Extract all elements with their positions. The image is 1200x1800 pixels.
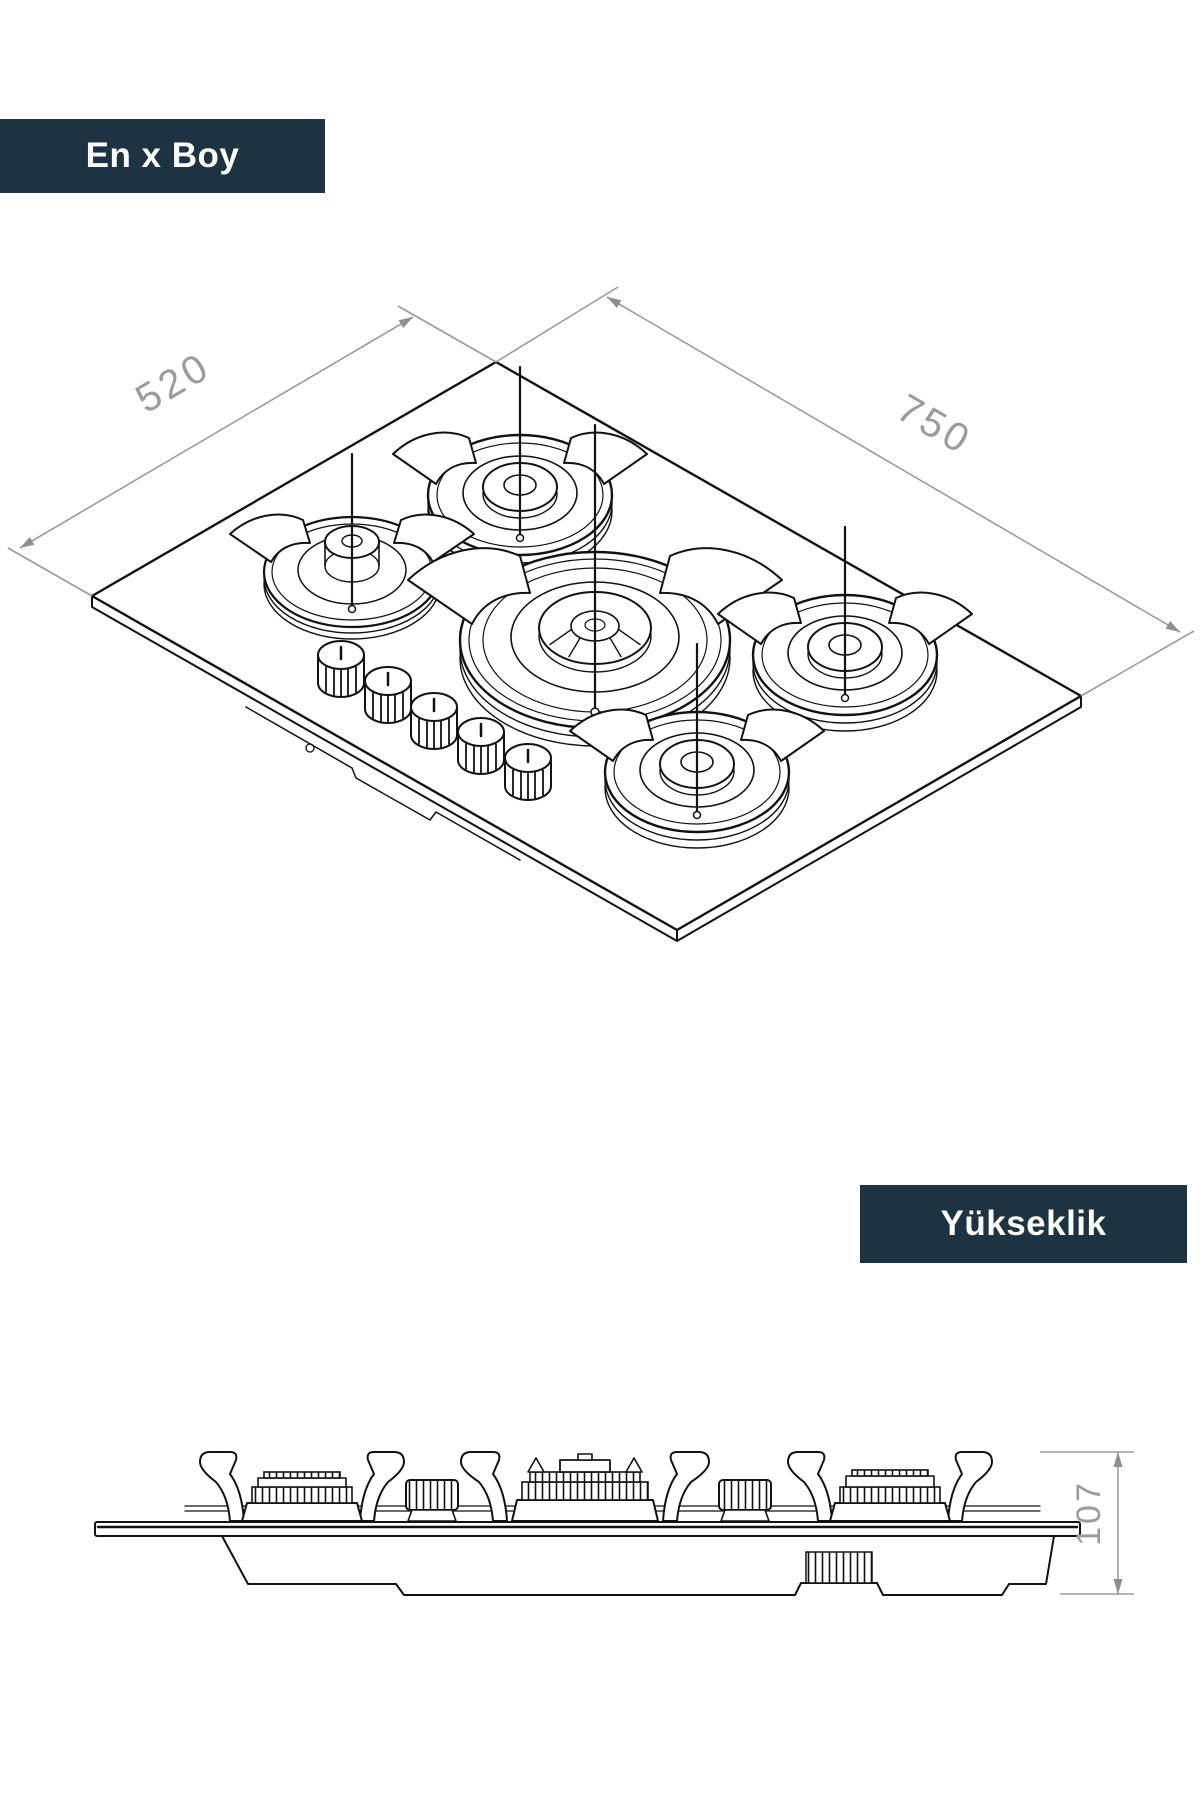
cooktop-side-profile-drawing: 107 [94, 1451, 1134, 1596]
control-knob-1 [316, 639, 366, 699]
height-dimension-value: 107 [1070, 1480, 1108, 1546]
side-burner-left [199, 1451, 405, 1522]
width-dimension-value: 520 [128, 344, 218, 422]
burner-box-body [221, 1535, 1055, 1596]
height-section-label: Yükseklik [860, 1185, 1187, 1263]
size-section-label-text: En x Boy [85, 136, 240, 175]
control-knob-2 [363, 665, 413, 725]
size-section-label: En x Boy [0, 119, 325, 193]
depth-dimension-value: 750 [889, 386, 979, 464]
control-knob-3 [409, 691, 459, 751]
under-chassis-edge [245, 706, 521, 861]
cooktop-isometric-drawing: 520 750 [7, 286, 1195, 942]
height-dimension: 107 [1040, 1451, 1134, 1595]
side-burner-right [787, 1451, 993, 1522]
gas-inlet-block [805, 1551, 873, 1584]
control-knob-5 [503, 742, 553, 802]
side-knob-right [718, 1479, 772, 1522]
side-burner-center [460, 1451, 710, 1522]
glass-panel-profile [94, 1521, 1081, 1537]
side-knob-left [405, 1479, 459, 1522]
height-section-label-text: Yükseklik [940, 1204, 1107, 1243]
control-knob-4 [456, 716, 506, 776]
